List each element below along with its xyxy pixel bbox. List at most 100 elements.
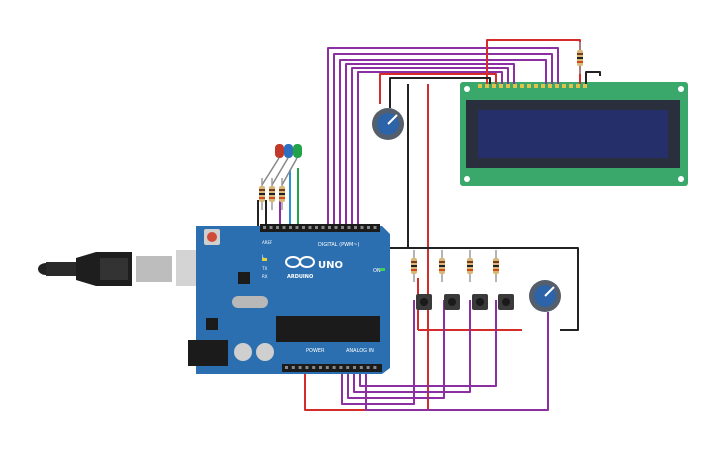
wire-a2[interactable] — [353, 300, 471, 393]
wire-pot-5v[interactable] — [379, 73, 497, 104]
header-pin[interactable] — [359, 366, 363, 369]
pushbutton-icon[interactable] — [472, 294, 488, 310]
header-pin[interactable] — [321, 226, 325, 229]
regulator-chip — [206, 318, 218, 330]
led-group[interactable] — [261, 144, 302, 186]
resistor-icon[interactable] — [411, 250, 417, 282]
lcd-pin[interactable] — [541, 84, 545, 88]
lcd-pin[interactable] — [534, 84, 538, 88]
pushbutton-icon[interactable] — [498, 294, 514, 310]
wire-lcd-gnd[interactable] — [389, 77, 491, 108]
lcd-display[interactable] — [460, 82, 688, 186]
header-pin[interactable] — [332, 366, 336, 369]
header-pin[interactable] — [347, 226, 351, 229]
resistor-icon[interactable] — [269, 178, 275, 210]
wire-d6[interactable] — [333, 53, 553, 226]
header-pin[interactable] — [289, 226, 292, 229]
wire-lcd-k-gnd[interactable] — [585, 71, 601, 84]
header-pin[interactable] — [282, 226, 286, 229]
wire-d5[interactable] — [339, 59, 547, 226]
header-pin[interactable] — [325, 366, 329, 369]
led-icon[interactable] — [284, 144, 293, 158]
header-pin[interactable] — [312, 366, 316, 369]
wire-d4[interactable] — [345, 63, 515, 226]
lcd-pin[interactable] — [555, 84, 559, 88]
lcd-pin[interactable] — [499, 84, 503, 88]
power-label: POWER — [306, 348, 325, 354]
header-pin[interactable] — [360, 226, 364, 229]
lcd-pin-header[interactable] — [478, 84, 587, 88]
header-pin[interactable] — [302, 226, 305, 229]
arduino-uno-board[interactable]: UNO ARDUINO DIGITAL (PWM~) POWER ANALOG … — [188, 224, 390, 374]
header-pin[interactable] — [334, 226, 338, 229]
lcd-pin[interactable] — [548, 84, 552, 88]
resistor-icon[interactable] — [279, 178, 285, 210]
pushbutton-icon[interactable] — [416, 294, 432, 310]
usb-cable[interactable] — [38, 250, 206, 286]
header-pin[interactable] — [339, 366, 343, 369]
header-pin[interactable] — [353, 366, 356, 369]
crystal — [232, 296, 268, 308]
resistor-group[interactable] — [259, 42, 583, 282]
wire-a0[interactable] — [341, 300, 415, 405]
header-pin[interactable] — [367, 226, 370, 229]
wire-a4[interactable] — [365, 312, 549, 411]
potentiometer-analog[interactable] — [529, 280, 561, 312]
lcd-pin[interactable] — [520, 84, 524, 88]
header-pin[interactable] — [263, 226, 266, 229]
wires[interactable] — [257, 39, 601, 411]
resistor-icon[interactable] — [577, 42, 583, 74]
header-pin[interactable] — [366, 366, 370, 369]
wire-lcd-backlight-5v[interactable] — [486, 39, 581, 84]
wire-d3[interactable] — [351, 67, 509, 226]
lcd-pin[interactable] — [513, 84, 517, 88]
digital-header[interactable] — [260, 224, 380, 232]
header-pin[interactable] — [305, 366, 309, 369]
header-pin[interactable] — [276, 226, 279, 229]
wire-a3[interactable] — [359, 300, 497, 387]
header-pin[interactable] — [346, 366, 350, 369]
header-pin[interactable] — [291, 366, 295, 369]
led-icon[interactable] — [293, 144, 302, 158]
header-pin[interactable] — [285, 366, 288, 369]
pushbutton-icon[interactable] — [444, 294, 460, 310]
wire-a1[interactable] — [347, 300, 445, 399]
power-jack — [188, 340, 228, 366]
header-pin[interactable] — [315, 226, 318, 229]
lcd-mount-hole — [464, 86, 470, 92]
wire-d2[interactable] — [357, 71, 503, 226]
header-pin[interactable] — [295, 226, 299, 229]
lcd-pin[interactable] — [478, 84, 482, 88]
wire-d7[interactable] — [327, 47, 559, 226]
header-pin[interactable] — [328, 226, 331, 229]
pushbutton-group[interactable] — [416, 294, 514, 310]
power-analog-header[interactable] — [282, 364, 382, 372]
potentiometer-contrast[interactable] — [372, 108, 404, 140]
aref-label: AREF — [262, 240, 273, 245]
header-pin[interactable] — [341, 226, 344, 229]
resistor-icon[interactable] — [493, 250, 499, 282]
header-pin[interactable] — [354, 226, 357, 229]
lcd-pin[interactable] — [583, 84, 587, 88]
lcd-pin[interactable] — [506, 84, 510, 88]
resistor-icon[interactable] — [259, 178, 265, 210]
header-pin[interactable] — [373, 366, 377, 369]
resistor-icon[interactable] — [439, 250, 445, 282]
lcd-pin[interactable] — [562, 84, 566, 88]
lcd-pin[interactable] — [569, 84, 573, 88]
header-pin[interactable] — [373, 226, 377, 229]
capacitor — [234, 343, 252, 361]
lcd-pin[interactable] — [485, 84, 489, 88]
header-pin[interactable] — [269, 226, 273, 229]
lcd-pin[interactable] — [527, 84, 531, 88]
header-pin[interactable] — [308, 226, 312, 229]
l-label: L — [262, 254, 265, 259]
resistor-icon[interactable] — [467, 250, 473, 282]
header-pin[interactable] — [319, 366, 322, 369]
led-icon[interactable] — [275, 144, 284, 158]
lcd-pin[interactable] — [492, 84, 496, 88]
lcd-pin[interactable] — [576, 84, 580, 88]
header-pin[interactable] — [298, 366, 302, 369]
